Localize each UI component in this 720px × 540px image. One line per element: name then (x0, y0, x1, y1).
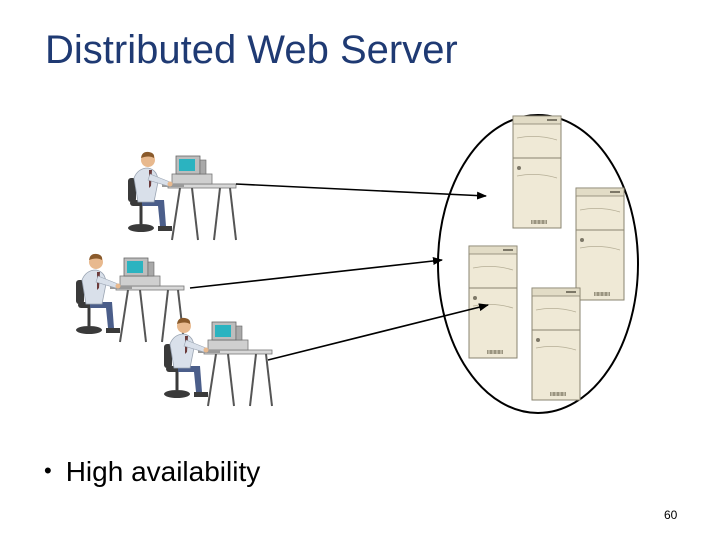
client-workstation-icon (74, 252, 186, 344)
request-arrow (189, 257, 443, 289)
bullet-text: High availability (65, 456, 261, 487)
bullet-marker: • (44, 458, 52, 483)
bullet-list-item: • High availability (44, 456, 260, 488)
client-workstation-icon (126, 150, 238, 242)
slide-title: Distributed Web Server (45, 28, 458, 72)
server-icon (531, 287, 581, 401)
server-icon (512, 115, 562, 229)
page-number: 60 (664, 508, 678, 522)
server-icon (575, 187, 625, 301)
request-arrow (235, 183, 487, 200)
server-icon (468, 245, 518, 359)
request-arrow (267, 303, 489, 361)
client-workstation-icon (162, 316, 274, 408)
